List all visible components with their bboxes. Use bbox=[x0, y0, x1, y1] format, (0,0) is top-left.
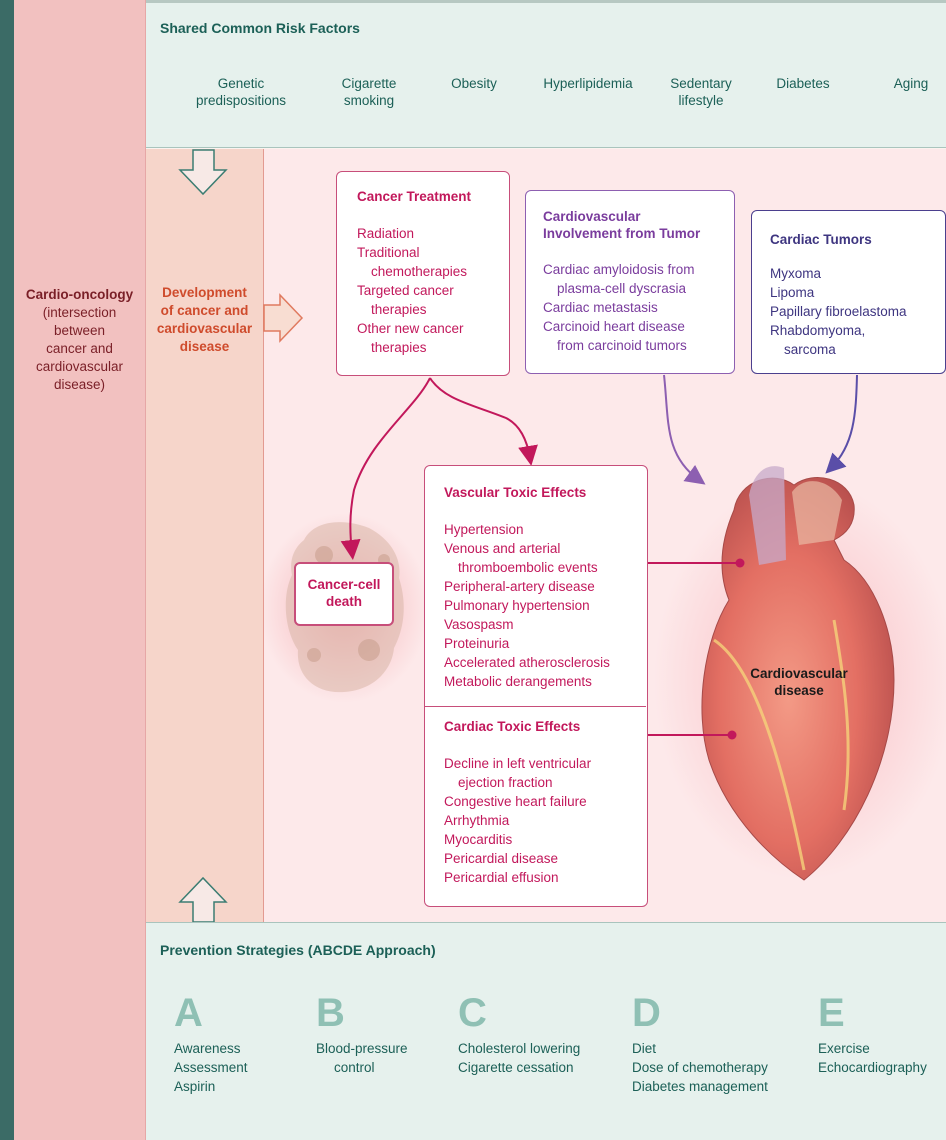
list-item: Cigarette cessation bbox=[458, 1058, 580, 1077]
list-item: Exercise bbox=[818, 1039, 927, 1058]
cardiac-toxic-list: Decline in left ventricular ejection fra… bbox=[444, 754, 591, 887]
list-item: Peripheral-artery disease bbox=[444, 577, 610, 596]
list-item: Carcinoid heart disease bbox=[543, 317, 734, 336]
prevention-letter: E bbox=[818, 993, 927, 1033]
cancer-treatment-box: Cancer Treatment Radiation Traditional c… bbox=[336, 171, 510, 376]
toxic-effects-box: Vascular Toxic Effects Hypertension Veno… bbox=[424, 465, 648, 907]
list-item: plasma-cell dyscrasia bbox=[543, 279, 734, 298]
vascular-toxic-section: Vascular Toxic Effects Hypertension Veno… bbox=[444, 484, 610, 691]
list-item: sarcoma bbox=[770, 340, 945, 359]
connector-dot-icon bbox=[728, 731, 737, 740]
list-item: Cholesterol lowering bbox=[458, 1039, 580, 1058]
list-item: Pericardial disease bbox=[444, 849, 591, 868]
list-item: therapies bbox=[357, 300, 509, 319]
list-item: Myocarditis bbox=[444, 830, 591, 849]
prevention-letter: D bbox=[632, 993, 768, 1033]
list-item: Venous and arterial bbox=[444, 539, 610, 558]
title-line: Involvement from Tumor bbox=[543, 225, 734, 242]
prevention-c: C Cholesterol lowering Cigarette cessati… bbox=[458, 993, 580, 1077]
list-item: Lipoma bbox=[770, 283, 945, 302]
vascular-toxic-list: Hypertension Venous and arterial thrombo… bbox=[444, 520, 610, 691]
list-item: Targeted cancer bbox=[357, 281, 509, 300]
list-item: Traditional bbox=[357, 243, 509, 262]
list-item: Congestive heart failure bbox=[444, 792, 591, 811]
list-item: Rhabdomyoma, bbox=[770, 321, 945, 340]
cardiac-tumors-list: Myxoma Lipoma Papillary fibroelastoma Rh… bbox=[770, 264, 945, 359]
list-item: Vasospasm bbox=[444, 615, 610, 634]
cardiac-toxic-title: Cardiac Toxic Effects bbox=[444, 718, 591, 735]
heart-label: Cardiovascular disease bbox=[739, 665, 859, 699]
prevention-a: A Awareness Assessment Aspirin bbox=[174, 993, 248, 1096]
prevention-letter: A bbox=[174, 993, 248, 1033]
list-item: Pericardial effusion bbox=[444, 868, 591, 887]
cancer-cell-death-line: death bbox=[296, 593, 392, 610]
list-item: Awareness bbox=[174, 1039, 248, 1058]
arrow-cardiac-tumors bbox=[831, 375, 857, 468]
list-item: chemotherapies bbox=[357, 262, 509, 281]
connector-dot-icon bbox=[736, 559, 745, 568]
cv-involvement-title: Cardiovascular Involvement from Tumor bbox=[543, 208, 734, 242]
prevention-d: D Diet Dose of chemotherapy Diabetes man… bbox=[632, 993, 768, 1096]
list-item: Myxoma bbox=[770, 264, 945, 283]
prevention-panel: Prevention Strategies (ABCDE Approach) A… bbox=[146, 922, 946, 1140]
arrow-to-vascular bbox=[430, 378, 530, 458]
cancer-treatment-title: Cancer Treatment bbox=[357, 188, 509, 205]
list-item: therapies bbox=[357, 338, 509, 357]
heart-label-line: Cardiovascular bbox=[739, 665, 859, 682]
prevention-e: E Exercise Echocardiography bbox=[818, 993, 927, 1077]
prevention-letter: C bbox=[458, 993, 580, 1033]
cancer-cell-death-line: Cancer-cell bbox=[296, 576, 392, 593]
vascular-toxic-title: Vascular Toxic Effects bbox=[444, 484, 610, 501]
cardiac-toxic-section: Cardiac Toxic Effects Decline in left ve… bbox=[444, 718, 591, 887]
list-item: Diabetes management bbox=[632, 1077, 768, 1096]
list-item: Arrhythmia bbox=[444, 811, 591, 830]
prevention-b: B Blood-pressure control bbox=[316, 993, 408, 1077]
title-line: Cardiovascular bbox=[543, 208, 734, 225]
up-arrow-icon bbox=[180, 878, 226, 922]
list-item: thromboembolic events bbox=[444, 558, 610, 577]
list-item: Assessment bbox=[174, 1058, 248, 1077]
list-item: Accelerated atherosclerosis bbox=[444, 653, 610, 672]
prevention-list: Awareness Assessment Aspirin bbox=[174, 1039, 248, 1096]
list-item: Other new cancer bbox=[357, 319, 509, 338]
heart-label-line: disease bbox=[739, 682, 859, 699]
cv-involvement-list: Cardiac amyloidosis from plasma-cell dys… bbox=[543, 260, 734, 355]
list-item: Cardiac metastasis bbox=[543, 298, 734, 317]
prevention-letter: B bbox=[316, 993, 408, 1033]
list-item: Aspirin bbox=[174, 1077, 248, 1096]
list-item: Hypertension bbox=[444, 520, 610, 539]
cardiac-tumors-box: Cardiac Tumors Myxoma Lipoma Papillary f… bbox=[751, 210, 946, 374]
prevention-list: Exercise Echocardiography bbox=[818, 1039, 927, 1077]
list-item: Dose of chemotherapy bbox=[632, 1058, 768, 1077]
list-item: Radiation bbox=[357, 224, 509, 243]
down-arrow-icon bbox=[180, 150, 226, 194]
cardiac-tumors-title: Cardiac Tumors bbox=[770, 231, 945, 248]
list-item: Cardiac amyloidosis from bbox=[543, 260, 734, 279]
figure-frame: Cardio-oncology (intersection between ca… bbox=[14, 0, 946, 1140]
prevention-title: Prevention Strategies (ABCDE Approach) bbox=[160, 942, 436, 958]
list-item: Metabolic derangements bbox=[444, 672, 610, 691]
cancer-cell-death-box: Cancer-cell death bbox=[294, 562, 394, 626]
arrow-tumor-involvement bbox=[664, 375, 699, 480]
cv-involvement-box: Cardiovascular Involvement from Tumor Ca… bbox=[525, 190, 735, 374]
list-item: control bbox=[316, 1058, 408, 1077]
cancer-treatment-list: Radiation Traditional chemotherapies Tar… bbox=[357, 224, 509, 357]
list-item: Proteinuria bbox=[444, 634, 610, 653]
list-item: Blood-pressure bbox=[316, 1039, 408, 1058]
prevention-list: Diet Dose of chemotherapy Diabetes manag… bbox=[632, 1039, 768, 1096]
list-item: ejection fraction bbox=[444, 773, 591, 792]
right-arrow-icon bbox=[264, 295, 302, 341]
list-item: Papillary fibroelastoma bbox=[770, 302, 945, 321]
list-item: Diet bbox=[632, 1039, 768, 1058]
toxic-divider bbox=[425, 706, 646, 707]
list-item: from carcinoid tumors bbox=[543, 336, 734, 355]
list-item: Pulmonary hypertension bbox=[444, 596, 610, 615]
list-item: Echocardiography bbox=[818, 1058, 927, 1077]
prevention-list: Blood-pressure control bbox=[316, 1039, 408, 1077]
list-item: Decline in left ventricular bbox=[444, 754, 591, 773]
prevention-list: Cholesterol lowering Cigarette cessation bbox=[458, 1039, 580, 1077]
